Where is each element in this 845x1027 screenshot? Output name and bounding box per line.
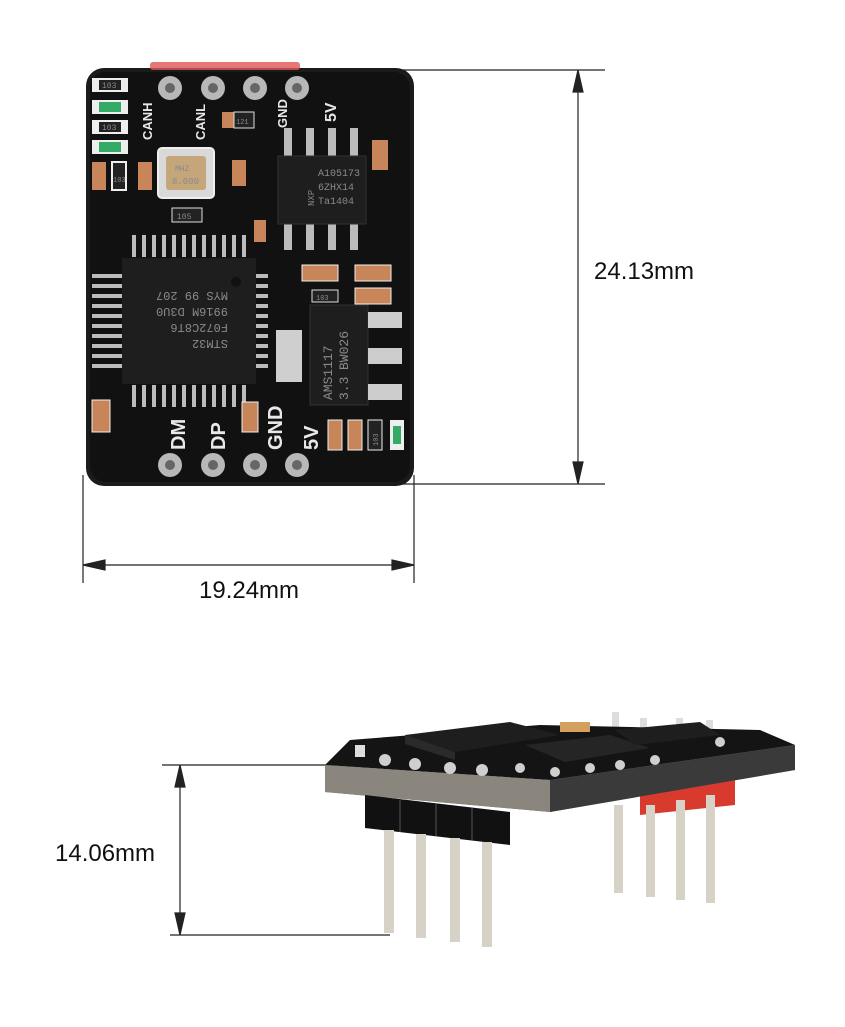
svg-text:MYS 99 207: MYS 99 207 <box>156 288 228 302</box>
svg-text:8.000: 8.000 <box>172 177 199 187</box>
crystal-oscillator: MHZ 8.000 <box>157 147 215 199</box>
svg-text:NXP: NXP <box>307 190 317 206</box>
svg-text:103: 103 <box>102 124 117 133</box>
pin-label-dm: DM <box>168 419 190 450</box>
top-header-pads <box>158 76 309 100</box>
bottom-pin-labels: DM DP GND 5V <box>168 406 323 450</box>
svg-text:3.3: 3.3 <box>337 377 352 400</box>
voltage-regulator: AMS1117 3.3 BW026 <box>309 304 402 406</box>
svg-text:103: 103 <box>113 177 126 185</box>
svg-text:BW026: BW026 <box>337 331 352 370</box>
svg-text:A105173: A105173 <box>318 169 360 180</box>
svg-text:105: 105 <box>177 213 192 222</box>
height-label-side-view: 14.06mm <box>55 840 156 867</box>
svg-text:6ZHX14: 6ZHX14 <box>318 183 354 194</box>
svg-text:MHZ: MHZ <box>175 165 190 174</box>
width-dimension-top <box>82 475 415 583</box>
svg-text:103: 103 <box>102 82 117 91</box>
svg-text:STM32: STM32 <box>192 336 228 350</box>
can-transceiver-chip: A105173 6ZHX14 Ta1404 NXP <box>277 128 367 250</box>
height-dimension-top <box>400 69 605 485</box>
pin-label-gnd-top: GND <box>275 99 290 128</box>
smd-resistors-left: 103 103 103 <box>92 78 152 191</box>
width-label-top-view: 19.24mm <box>199 577 300 604</box>
svg-text:AMS1117: AMS1117 <box>321 345 336 400</box>
pin-label-dp: DP <box>208 422 230 450</box>
pcb-top-view: CANH CANL GND 5V DM DP GND 5V 103 103 10… <box>86 62 414 486</box>
pin-label-5v-bottom: 5V <box>301 425 323 450</box>
pin-label-canl: CANL <box>193 104 208 140</box>
svg-text:Ta1404: Ta1404 <box>318 197 354 208</box>
svg-text:121: 121 <box>236 119 249 127</box>
pin-label-gnd-bottom: GND <box>265 406 287 450</box>
pin-label-5v-top: 5V <box>323 102 340 122</box>
svg-text:F072C8T6: F072C8T6 <box>170 320 228 334</box>
svg-text:103: 103 <box>373 433 381 446</box>
stm32-microcontroller: STM32 F072C8T6 9916M D3U0 MYS 99 207 <box>92 235 268 407</box>
pin-label-canh: CANH <box>140 102 155 140</box>
height-dimension-side <box>162 764 390 936</box>
svg-text:9916M D3U0: 9916M D3U0 <box>156 304 228 318</box>
top-pin-labels: CANH CANL GND 5V <box>140 99 340 140</box>
svg-text:103: 103 <box>316 295 329 303</box>
pcb-side-view <box>325 712 795 947</box>
bottom-header-pads <box>158 453 309 477</box>
height-label-top-view: 24.13mm <box>594 258 695 285</box>
